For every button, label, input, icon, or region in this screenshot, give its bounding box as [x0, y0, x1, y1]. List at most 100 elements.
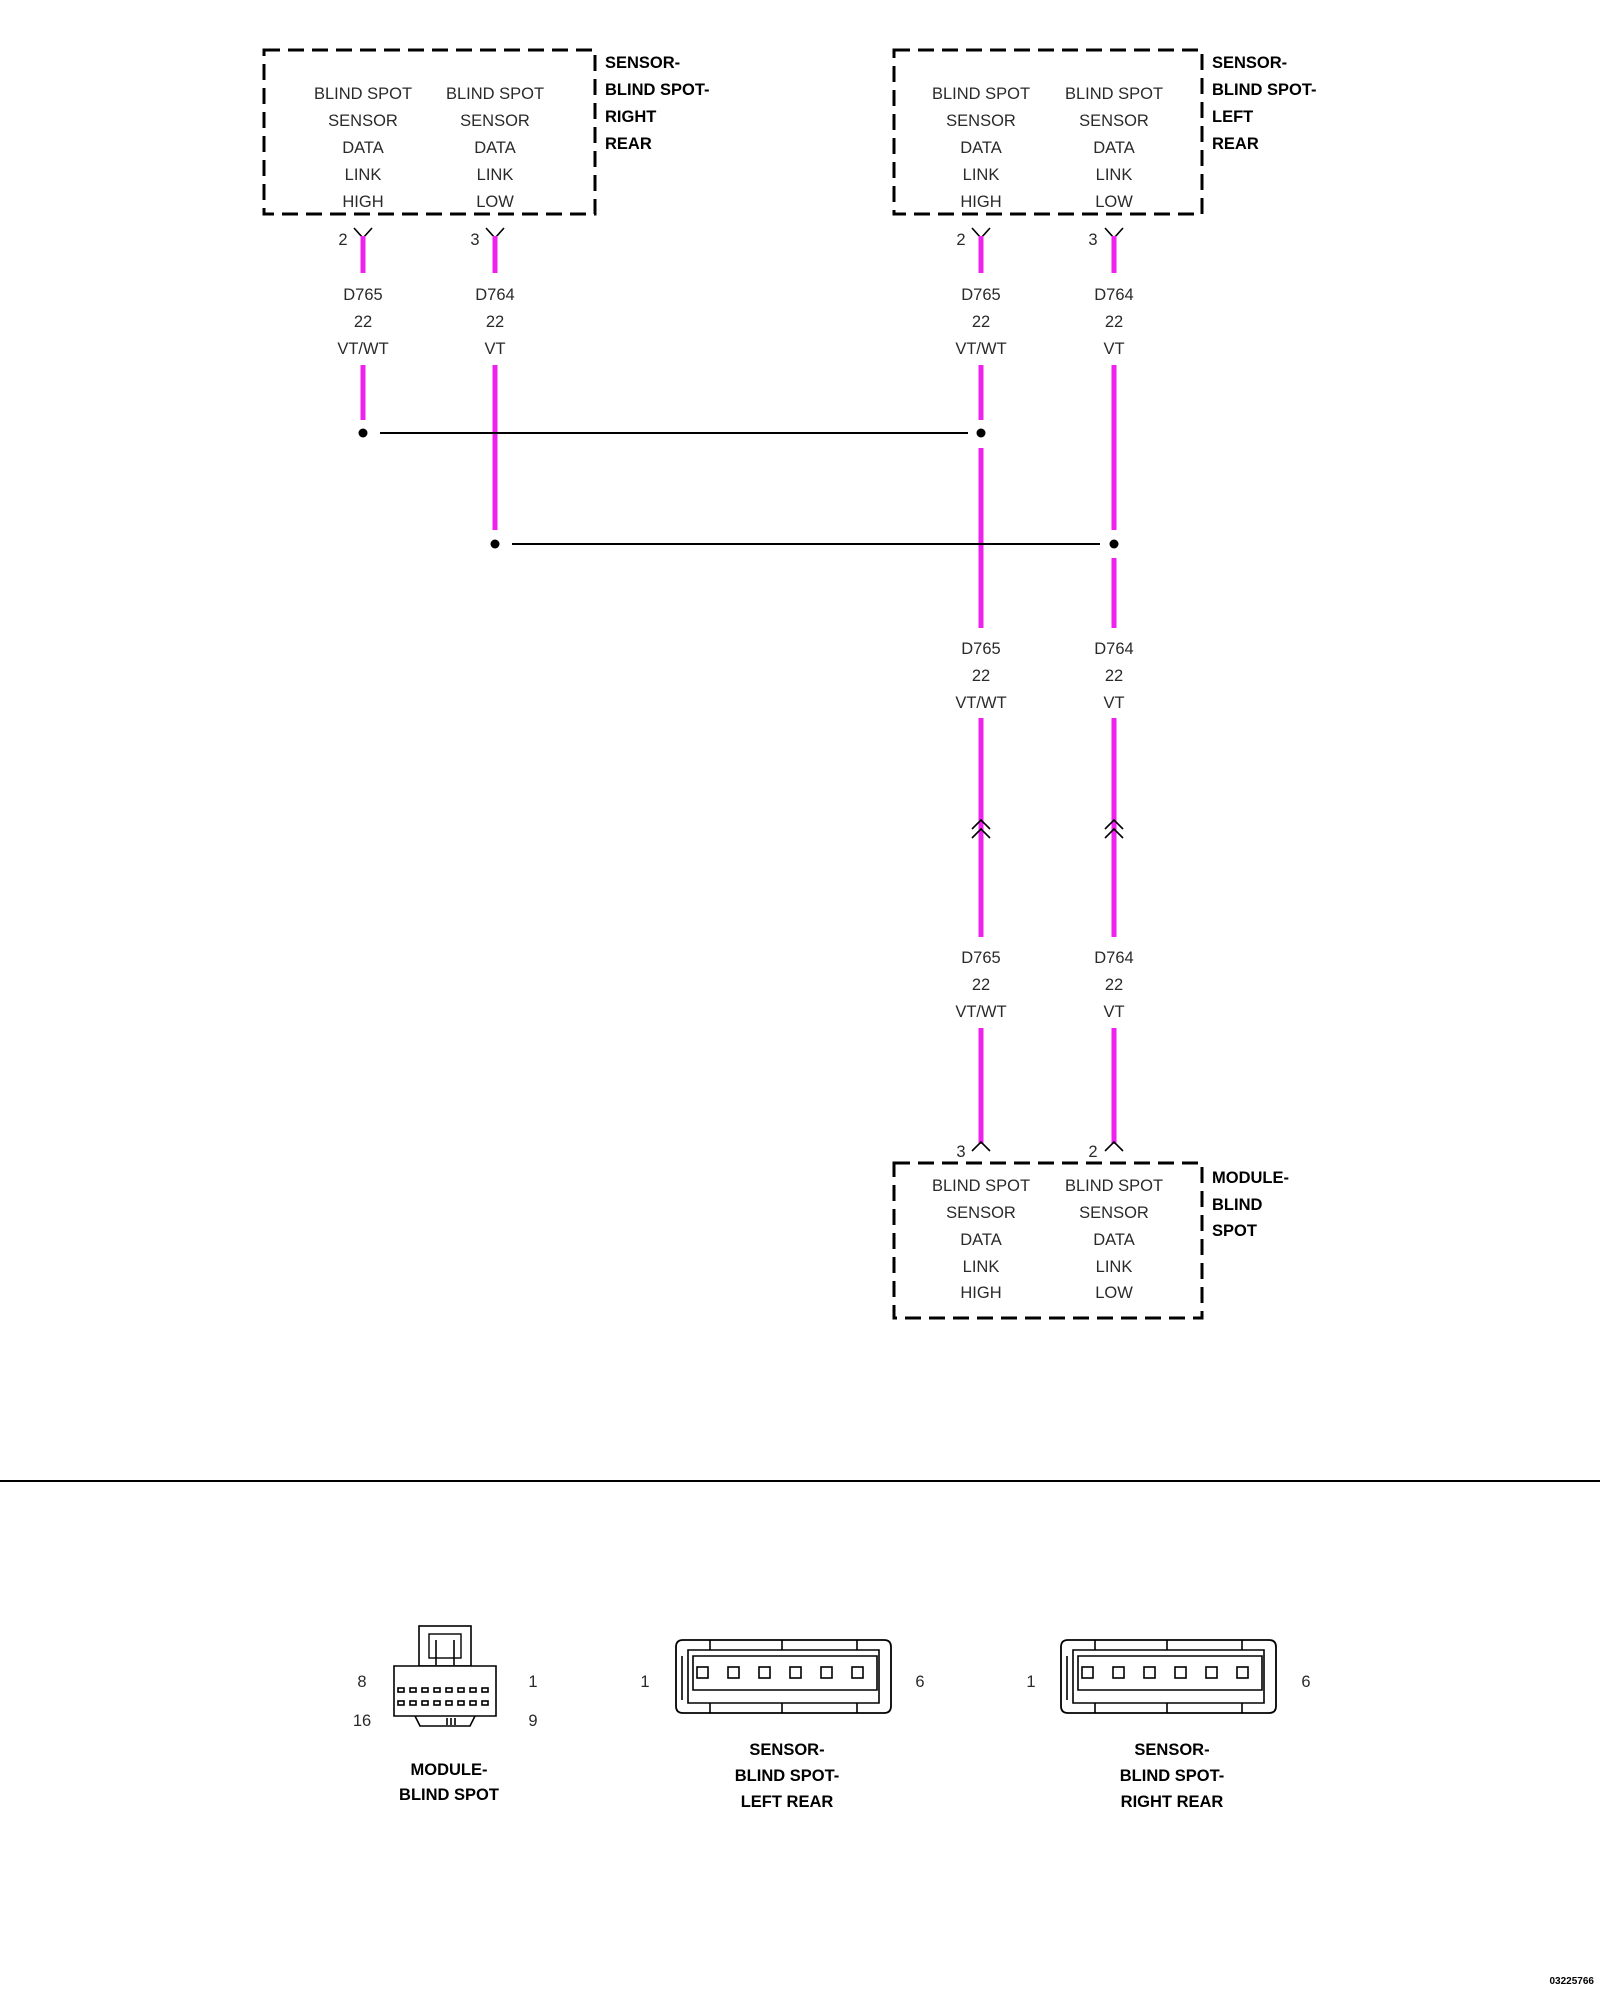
wire-label-low: D764 22 VT [1094, 949, 1133, 1021]
wire-id: D764 [1094, 286, 1133, 304]
pin-label-low: BLIND SPOT SENSOR DATA LINK LOW [1065, 85, 1163, 211]
pin-cavity [1112, 1666, 1125, 1679]
wire-gauge: 22 [972, 313, 990, 331]
pin-number: 6 [1301, 1673, 1310, 1691]
pin-label-line: SENSOR [1079, 112, 1149, 130]
wire-id: D765 [961, 949, 1000, 967]
pin-label-line: BLIND SPOT [1065, 1177, 1163, 1195]
wire-gauge: 22 [354, 313, 372, 331]
connector-title: BLIND SPOT [399, 1786, 499, 1804]
sensor-left-rear-title: SENSOR- BLIND SPOT- LEFT REAR [1212, 54, 1317, 153]
pin-cavity [445, 1687, 453, 1693]
title-line: RIGHT [605, 108, 656, 126]
sensor-right-rear: SENSOR- BLIND SPOT- RIGHT REAR BLIND SPO… [262, 48, 710, 249]
pin-cavity [421, 1700, 429, 1706]
title-line: LEFT [1212, 108, 1253, 126]
wire-color: VT [1103, 694, 1124, 712]
pin-number: 2 [1088, 1143, 1097, 1161]
connector-face [1072, 1649, 1265, 1704]
sensor-right-rear-box [262, 48, 597, 216]
wire-id: D764 [475, 286, 514, 304]
pin-number: 2 [956, 231, 965, 249]
wire-color: VT [484, 340, 505, 358]
connector-title: SENSOR- [1134, 1741, 1209, 1759]
connector-cavity-frame [692, 1655, 878, 1691]
pin-cavity [1174, 1666, 1187, 1679]
module-blind-spot: 3 2 MODULE- BLIND SPOT BLIND SPOT SENSOR… [892, 1140, 1289, 1320]
pin-row [696, 1666, 864, 1679]
pin-label-line: LINK [345, 166, 382, 184]
pin-cavity [1236, 1666, 1249, 1679]
wire-gauge: 22 [1105, 313, 1123, 331]
pin-cavity [789, 1666, 802, 1679]
title-line: REAR [605, 135, 652, 153]
pin-label-line: LINK [1096, 1258, 1133, 1276]
module-blind-spot-box [892, 1161, 1204, 1320]
pin-label-low: BLIND SPOT SENSOR DATA LINK LOW [446, 85, 544, 211]
wire-id: D765 [961, 640, 1000, 658]
pin-label-low: BLIND SPOT SENSOR DATA LINK LOW [1065, 1177, 1163, 1302]
wires-left-sensor: D765 22 VT/WT D764 22 VT D765 22 VT/WT D… [955, 236, 1134, 1144]
pin-label-line: BLIND SPOT [446, 85, 544, 103]
pin-label-line: BLIND SPOT [314, 85, 412, 103]
pin-number: 3 [1088, 231, 1097, 249]
wires-right-sensor: D765 22 VT/WT D764 22 VT [337, 236, 515, 530]
wire-color: VT/WT [955, 694, 1006, 712]
pin-number: 1 [528, 1673, 537, 1691]
pin-label-line: HIGH [960, 193, 1001, 211]
pin-cavity [727, 1666, 740, 1679]
pin-label-line: DATA [1093, 1231, 1135, 1249]
title-line: REAR [1212, 135, 1259, 153]
twisted-pair-lines [358, 428, 1119, 549]
wire-id: D765 [961, 286, 1000, 304]
connector-title: LEFT REAR [741, 1793, 834, 1811]
pin-cavity [481, 1700, 489, 1706]
pin-cavity [409, 1687, 417, 1693]
pin-row [1081, 1666, 1249, 1679]
pin-label-high: BLIND SPOT SENSOR DATA LINK HIGH [932, 1177, 1030, 1302]
connector-arrow-up [971, 827, 991, 839]
connector-arrow-up [1104, 827, 1124, 839]
pin-label-line: BLIND SPOT [932, 85, 1030, 103]
pin-number: 2 [338, 231, 347, 249]
wire-id: D764 [1094, 949, 1133, 967]
wire-label-low: D764 22 VT [475, 286, 514, 358]
pin-label-line: LOW [1095, 193, 1133, 211]
connector-title: RIGHT REAR [1121, 1793, 1224, 1811]
wire-gauge: 22 [486, 313, 504, 331]
wire-color: VT [1103, 1003, 1124, 1021]
connector-title: BLIND SPOT- [735, 1767, 840, 1785]
pin-label-line: DATA [1093, 139, 1135, 157]
title-line: BLIND [1212, 1196, 1262, 1214]
pin-number: 6 [915, 1673, 924, 1691]
title-line: MODULE- [1212, 1169, 1289, 1187]
title-line: SENSOR- [605, 54, 680, 72]
pin-label-line: LINK [963, 166, 1000, 184]
pin-label-line: HIGH [960, 1284, 1001, 1302]
connector-view-sensor-left: 1 6 SENSOR- BLIND SPOT- LEFT REAR [640, 1639, 925, 1811]
pin-cavity [445, 1700, 453, 1706]
pin-label-line: LOW [476, 193, 514, 211]
pin-cavity [421, 1687, 429, 1693]
connector-key [414, 1715, 476, 1727]
splice-dot [976, 428, 986, 438]
pin-label-line: DATA [474, 139, 516, 157]
pin-label-line: LOW [1095, 1284, 1133, 1302]
sensor-left-rear-box [892, 48, 1204, 216]
wire-id: D764 [1094, 640, 1133, 658]
wire-gauge: 22 [972, 667, 990, 685]
pin-cavity [433, 1687, 441, 1693]
wire-gauge: 22 [1105, 667, 1123, 685]
pin-cavity [469, 1687, 477, 1693]
sensor-left-rear: SENSOR- BLIND SPOT- LEFT REAR BLIND SPOT… [892, 48, 1317, 249]
pin-cavity [397, 1687, 405, 1693]
connector-title: MODULE- [411, 1761, 488, 1779]
pin-cavity [457, 1700, 465, 1706]
figure-id: 03225766 [1550, 1976, 1595, 1987]
pin-label-line: SENSOR [460, 112, 530, 130]
pin-cavity [409, 1700, 417, 1706]
pin-label-line: SENSOR [946, 1204, 1016, 1222]
pin-label-high: BLIND SPOT SENSOR DATA LINK HIGH [932, 85, 1030, 211]
pin-label-line: LINK [477, 166, 514, 184]
wire-label-high: D765 22 VT/WT [955, 640, 1006, 712]
